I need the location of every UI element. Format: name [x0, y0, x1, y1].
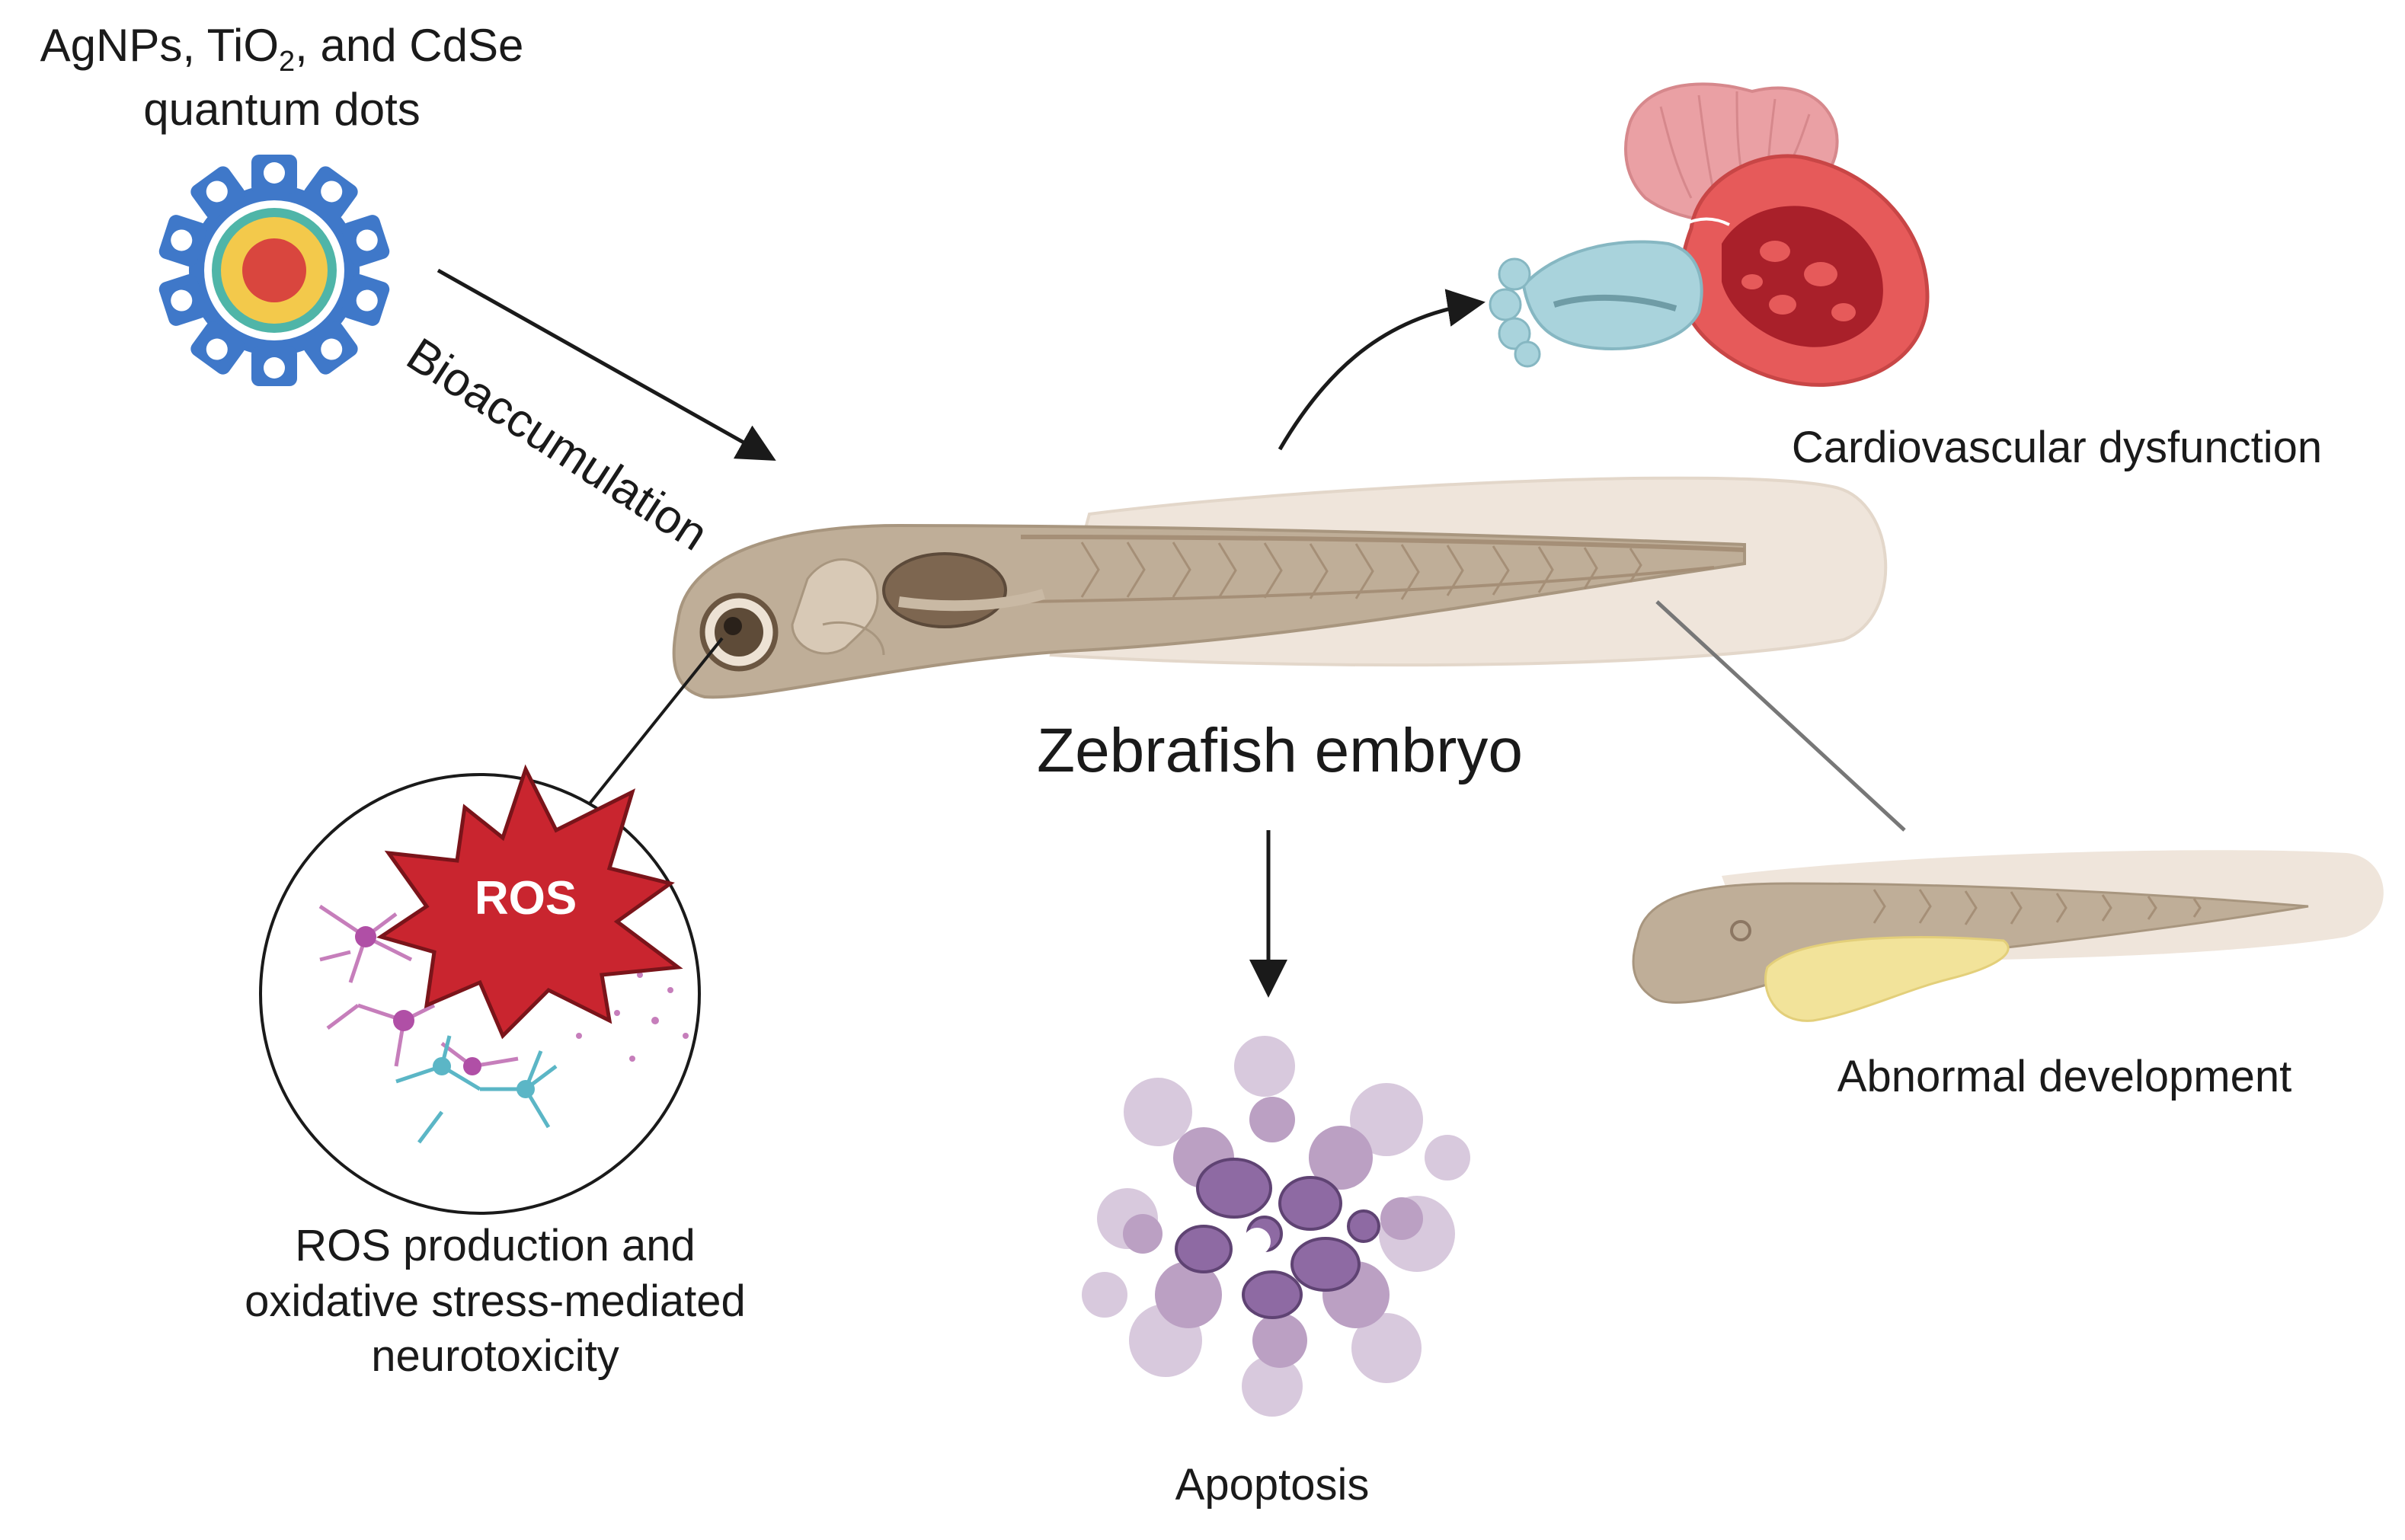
nanoparticle-icon — [158, 155, 390, 386]
nanoparticle-label-line2: quantum dots — [143, 83, 421, 135]
ros-burst-icon: ROS — [376, 764, 683, 1040]
abnormal-connector — [1655, 600, 1906, 832]
zebrafish-embryo-label: Zebrafish embryo — [1036, 716, 1524, 785]
abnormal-development-label: Abnormal development — [1837, 1052, 2292, 1101]
ros-connector — [585, 637, 724, 809]
cardiovascular-dysfunction-label: Cardiovascular dysfunction — [1791, 423, 2323, 472]
ros-badge-label: ROS — [475, 872, 577, 925]
ros-production-line2: oxidative stress-mediated — [245, 1276, 746, 1326]
apoptosis-label: Apoptosis — [1175, 1460, 1370, 1510]
ros-production-label: ROS production and oxidative stress-media… — [152, 1219, 838, 1385]
nanoparticle-label-prefix: AgNPs, TiO — [40, 20, 280, 71]
bioaccumulation-arrow — [437, 268, 776, 461]
cardio-arrow — [1278, 289, 1486, 451]
ros-production-line1: ROS production and — [295, 1221, 696, 1270]
heart-icon — [1489, 82, 1930, 387]
zebrafish-embryo-illustration — [672, 476, 1888, 699]
ros-production-line3: neurotoxicity — [371, 1331, 619, 1381]
nanoparticle-label: AgNPs, TiO2, and CdSe quantum dots — [0, 17, 564, 138]
abnormal-embryo-illustration — [1632, 850, 2384, 1022]
nanoparticle-label-suffix: , and CdSe — [295, 20, 524, 71]
apoptosis-cells-icon — [1082, 1036, 1470, 1417]
nanoparticle-label-subscript: 2 — [279, 46, 296, 78]
